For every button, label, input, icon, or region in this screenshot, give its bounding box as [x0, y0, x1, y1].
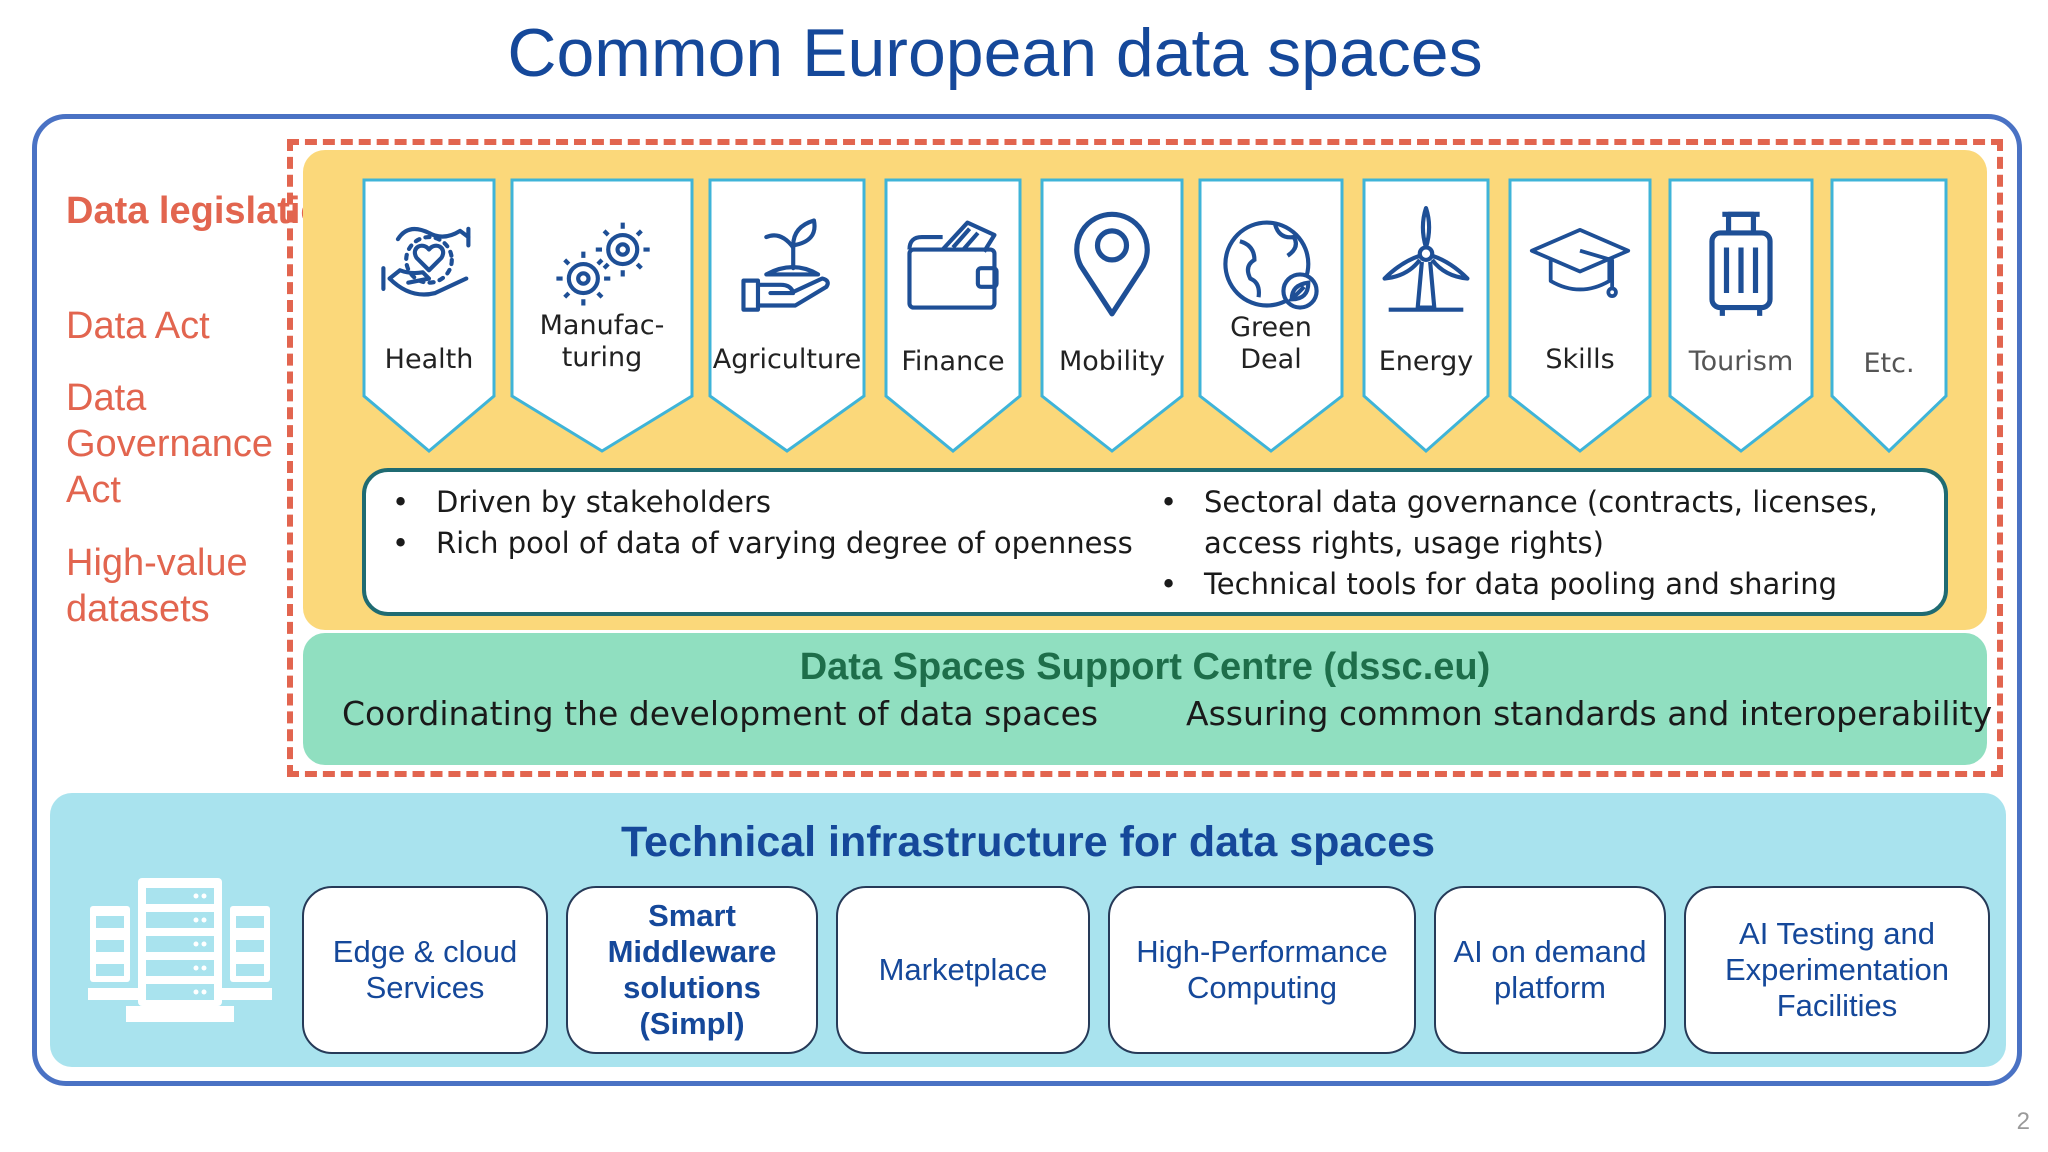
map-pin-icon	[1074, 211, 1150, 317]
dssc-panel	[303, 633, 1987, 765]
sector-health: Health	[362, 178, 496, 453]
sector-label: Energy	[1378, 346, 1474, 377]
characteristic-item: •Rich pool of data of varying degree of …	[392, 526, 1133, 560]
gears-icon	[556, 222, 650, 306]
graduation-cap-icon	[1529, 228, 1631, 298]
sector-label: Manufac-turing	[539, 310, 665, 373]
legislation-item-high-value-datasets: High-value datasets	[66, 542, 248, 630]
infra-hpc: High-Performance Computing	[1108, 886, 1416, 1054]
page-title: Common European data spaces	[507, 15, 1483, 91]
infra-marketplace: Marketplace	[836, 886, 1090, 1054]
sector-finance: Finance	[884, 178, 1022, 453]
hand-heart-icon	[381, 226, 471, 297]
sector-etc: Etc.	[1830, 178, 1948, 454]
server-rack-icon	[88, 878, 272, 1022]
infra-ai-testing-facilities: AI Testing and Experimentation Facilitie…	[1684, 886, 1990, 1054]
sector-agriculture: Agriculture	[708, 178, 866, 453]
sprout-hand-icon	[741, 218, 830, 312]
sector-label: Mobility	[1058, 346, 1166, 377]
suitcase-icon	[1709, 211, 1773, 316]
characteristic-item: •Sectoral data governance (contracts, li…	[1160, 485, 1878, 560]
sector-label: Agriculture	[712, 344, 862, 375]
sector-skills: Skills	[1508, 178, 1652, 453]
outer-frame	[32, 114, 2022, 1086]
sector-energy: Energy	[1362, 178, 1490, 454]
globe-leaf-icon	[1223, 220, 1319, 310]
infra-smart-middleware: Smart Middleware solutions (Simpl)	[566, 886, 818, 1054]
legislation-item-data-act: Data Act	[66, 305, 210, 347]
dssc-title: Data Spaces Support Centre (dssc.eu)	[799, 646, 1491, 688]
wallet-icon	[907, 220, 999, 310]
infrastructure-title: Technical infrastructure for data spaces	[620, 818, 1436, 866]
sector-manufacturing: Manufac-turing	[510, 178, 694, 453]
legislation-scope-dashed-frame	[287, 139, 2003, 777]
infra-ai-on-demand: AI on demand platform	[1434, 886, 1666, 1054]
sector-tourism: Tourism	[1668, 178, 1814, 453]
page-number: 2	[2016, 1108, 2030, 1135]
sector-label: Health	[384, 344, 474, 375]
legislation-item-data-governance-act: Data Governance Act	[66, 377, 274, 511]
characteristic-item: •Driven by stakeholders	[392, 485, 772, 519]
sector-label: Skills	[1545, 344, 1615, 375]
infra-edge-cloud-services: Edge & cloud Services	[302, 886, 548, 1054]
characteristics-box: •Driven by stakeholders •Rich pool of da…	[362, 468, 1948, 616]
sector-label: Finance	[901, 346, 1005, 377]
dssc-right-text: Assuring common standards and interopera…	[1186, 694, 1993, 733]
legislation-heading: Data legislation	[66, 190, 347, 232]
sector-label: Tourism	[1688, 346, 1794, 377]
sector-label: Etc.	[1863, 348, 1915, 379]
dssc-left-text: Coordinating the development of data spa…	[342, 694, 1099, 733]
sector-mobility: Mobility	[1040, 178, 1184, 453]
characteristic-item: •Technical tools for data pooling and sh…	[1160, 567, 1838, 601]
wind-turbine-icon	[1382, 206, 1470, 312]
